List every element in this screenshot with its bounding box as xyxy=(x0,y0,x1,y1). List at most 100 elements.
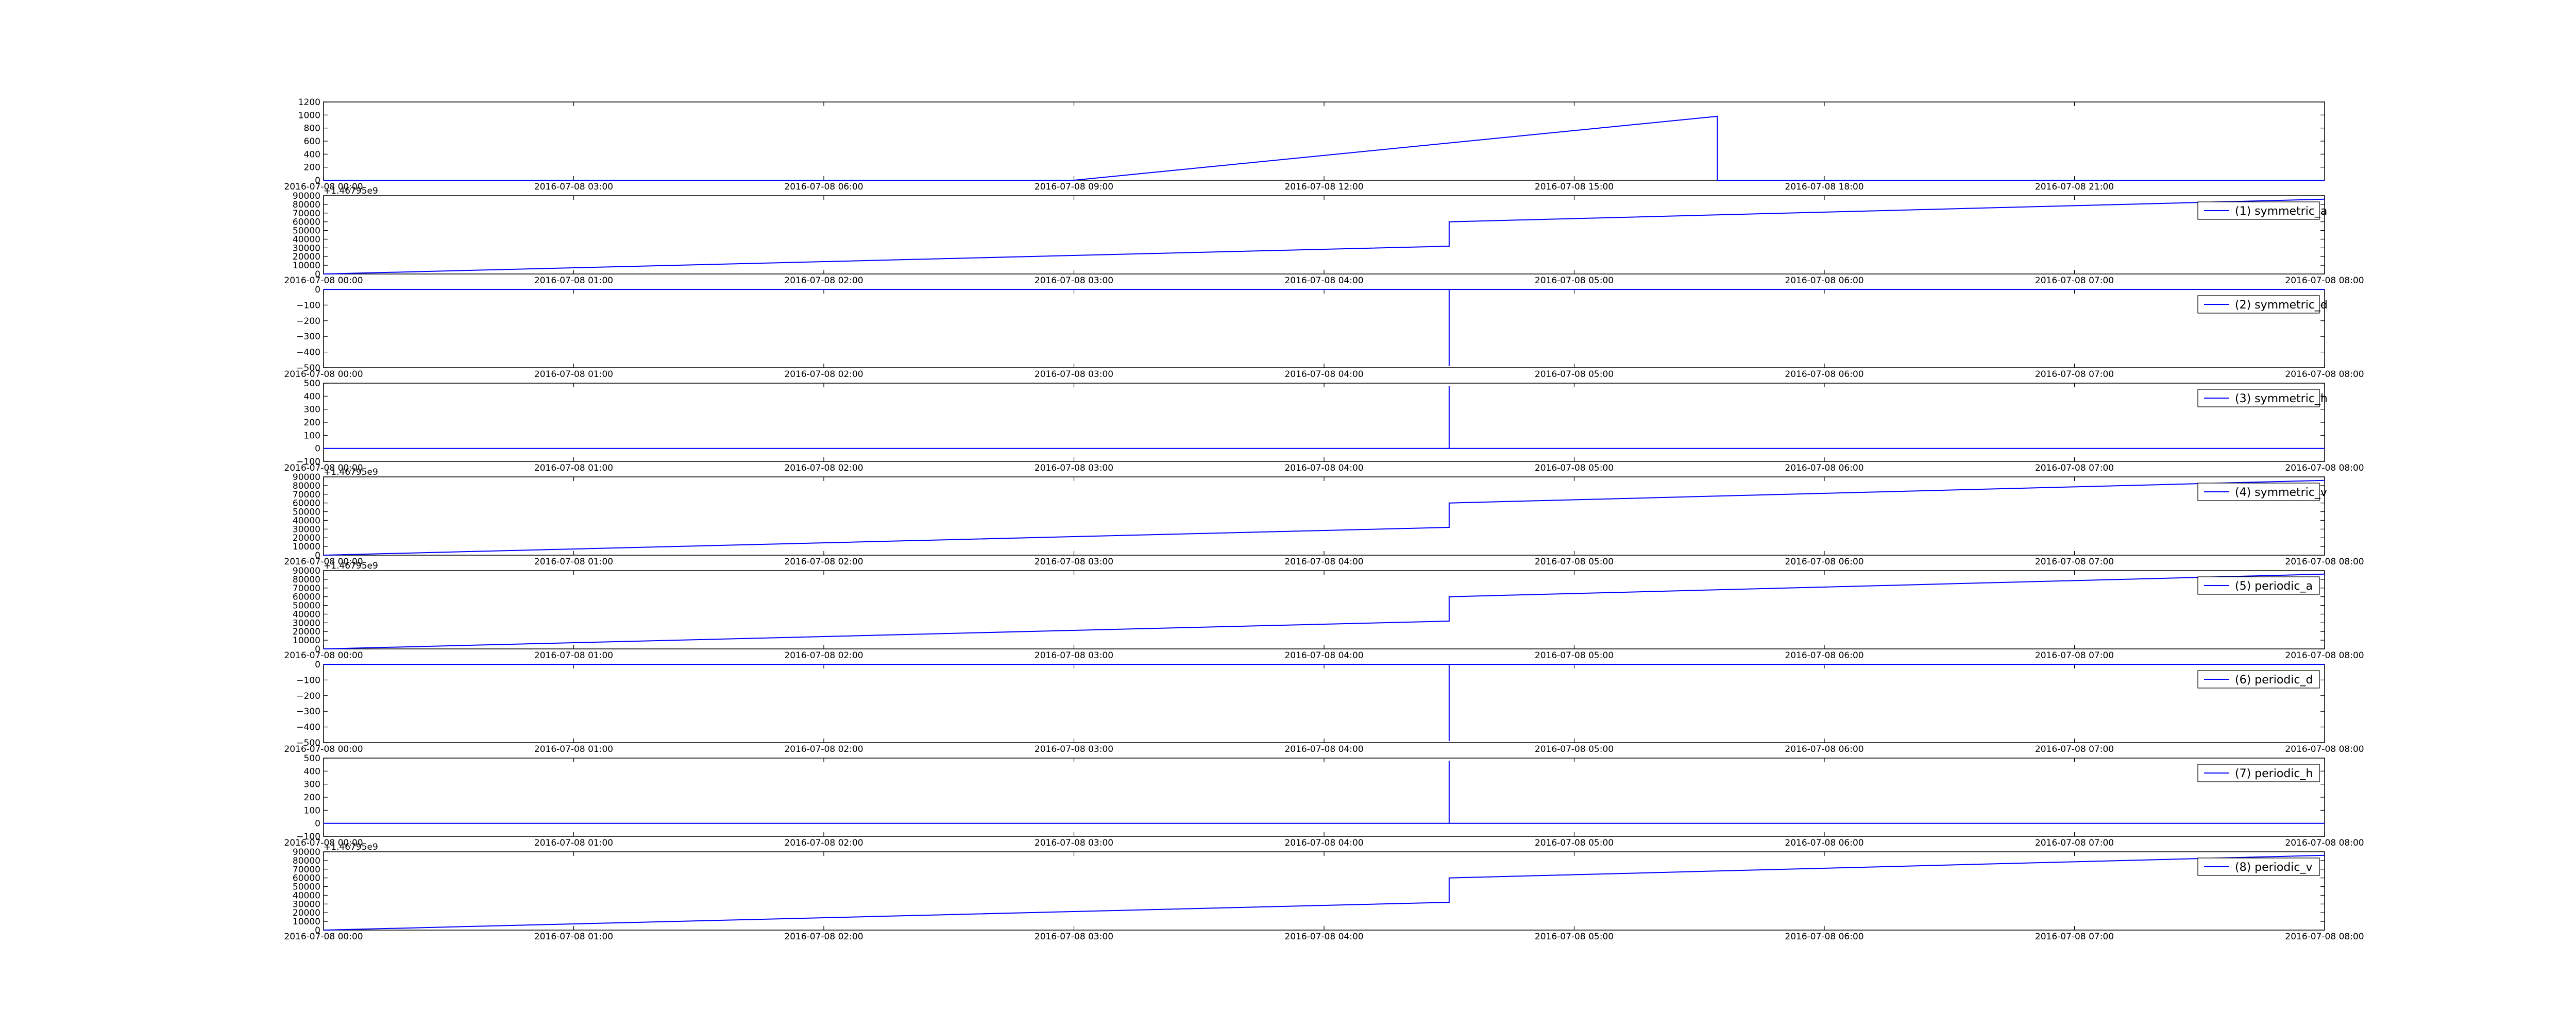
series-line xyxy=(323,479,2325,556)
x-tick-label: 2016-07-08 04:00 xyxy=(1284,557,1363,567)
subplot-2: 2016-07-08 00:00 2016-07-08 01:00 2016-07-… xyxy=(284,186,2364,286)
y-tick-label: −400 xyxy=(296,723,320,733)
y-tick-label: 500 xyxy=(304,753,320,764)
x-tick-label: 2016-07-08 00:00 xyxy=(284,182,363,192)
y-offset-label: +1.46795e9 xyxy=(324,186,378,196)
x-tick-label: 2016-07-08 00:00 xyxy=(284,838,363,848)
x-tick-label: 2016-07-08 06:00 xyxy=(1785,369,1863,380)
x-tick-label: 2016-07-08 08:00 xyxy=(2285,932,2364,942)
y-tick-label: 80000 xyxy=(293,856,320,866)
y-tick-label: 0 xyxy=(315,269,320,280)
y-tick-label: −100 xyxy=(296,832,320,842)
y-tick-label: 80000 xyxy=(293,481,320,491)
x-tick-label: 2016-07-08 02:00 xyxy=(784,838,863,848)
y-tick-label: 0 xyxy=(315,551,320,561)
x-tick-label: 2016-07-08 00:00 xyxy=(284,557,363,567)
y-offset-label: +1.46795e9 xyxy=(324,842,378,852)
x-tick-label: 2016-07-08 00:00 xyxy=(284,932,363,942)
x-tick-label: 2016-07-08 07:00 xyxy=(2035,838,2114,848)
x-tick-label: 2016-07-08 03:00 xyxy=(1035,369,1113,380)
y-tick-label: 90000 xyxy=(293,566,320,576)
x-tick-label: 2016-07-08 00:00 xyxy=(284,463,363,473)
x-tick-label: 2016-07-08 03:00 xyxy=(534,182,613,192)
x-tick-label: 2016-07-08 05:00 xyxy=(1535,557,1614,567)
legend-label: (7) periodic_h xyxy=(2235,767,2313,780)
y-tick-label: 40000 xyxy=(293,234,320,245)
x-tick-label: 2016-07-08 07:00 xyxy=(2035,369,2114,380)
y-tick-label: 20000 xyxy=(293,252,320,262)
series-line xyxy=(324,386,2325,449)
x-tick-label: 2016-07-08 01:00 xyxy=(534,744,613,754)
x-tick-label: 2016-07-08 04:00 xyxy=(1284,463,1363,473)
legend: (8) periodic_v xyxy=(2197,857,2320,876)
y-tick-label: 200 xyxy=(304,163,320,173)
y-tick-label: −200 xyxy=(296,691,320,701)
x-tick-label: 2016-07-08 01:00 xyxy=(534,650,613,661)
x-tick-label: 2016-07-08 06:00 xyxy=(1785,744,1863,754)
y-tick-label: 0 xyxy=(315,176,320,186)
legend-label: (2) symmetric_d xyxy=(2235,299,2328,312)
x-tick-label: 2016-07-08 03:00 xyxy=(1035,463,1113,473)
x-tick-label: 2016-07-08 18:00 xyxy=(1785,182,1863,192)
legend-box xyxy=(2197,295,2320,314)
x-tick-label: 2016-07-08 07:00 xyxy=(2035,932,2114,942)
legend-label: (6) periodic_d xyxy=(2235,674,2313,686)
y-tick-label: 90000 xyxy=(293,472,320,483)
y-tick-label: 90000 xyxy=(293,191,320,201)
y-tick-label: 60000 xyxy=(293,592,320,603)
x-tick-label: 2016-07-08 04:00 xyxy=(1284,838,1363,848)
x-tick-label: 2016-07-08 06:00 xyxy=(1785,932,1863,942)
legend-label: (4) symmetric_v xyxy=(2235,486,2327,499)
y-tick-label: 40000 xyxy=(293,890,320,901)
y-tick-label: −200 xyxy=(296,316,320,327)
y-tick-label: 50000 xyxy=(293,226,320,236)
x-tick-label: 2016-07-08 08:00 xyxy=(2285,276,2364,286)
x-tick-label: 2016-07-08 12:00 xyxy=(1284,182,1363,192)
x-tick-label: 2016-07-08 02:00 xyxy=(784,932,863,942)
y-tick-label: 60000 xyxy=(293,499,320,509)
x-tick-label: 2016-07-08 07:00 xyxy=(2035,463,2114,473)
x-tick-label: 2016-07-08 05:00 xyxy=(1535,463,1614,473)
y-tick-label: 0 xyxy=(315,444,320,454)
y-offset-label: +1.46795e9 xyxy=(324,561,378,571)
y-tick-label: 60000 xyxy=(293,873,320,884)
x-tick-label: 2016-07-08 00:00 xyxy=(284,650,363,661)
series-line xyxy=(324,289,2325,366)
subplot-1: 2016-07-08 00:00 2016-07-08 03:00 2016-07-… xyxy=(284,97,2325,192)
y-tick-label: 1000 xyxy=(298,110,320,121)
y-tick-label: 200 xyxy=(304,793,320,803)
y-tick-label: 20000 xyxy=(293,627,320,637)
x-tick-label: 2016-07-08 01:00 xyxy=(534,276,613,286)
y-tick-label: 400 xyxy=(304,766,320,777)
y-tick-label: −500 xyxy=(296,738,320,748)
y-tick-label: 20000 xyxy=(293,908,320,918)
y-tick-label: 600 xyxy=(304,136,320,147)
y-tick-label: 400 xyxy=(304,391,320,402)
y-tick-label: 0 xyxy=(315,285,320,295)
x-tick-label: 2016-07-08 02:00 xyxy=(784,650,863,661)
x-tick-label: 2016-07-08 03:00 xyxy=(1035,650,1113,661)
y-tick-label: 80000 xyxy=(293,575,320,585)
y-tick-label: 800 xyxy=(304,124,320,134)
x-tick-label: 2016-07-08 08:00 xyxy=(2285,744,2364,754)
y-tick-label: 50000 xyxy=(293,601,320,611)
y-offset-label: +1.46795e9 xyxy=(324,467,378,477)
x-tick-label: 2016-07-08 06:00 xyxy=(1785,557,1863,567)
x-tick-label: 2016-07-08 01:00 xyxy=(534,838,613,848)
x-tick-label: 2016-07-08 07:00 xyxy=(2035,276,2114,286)
legend: (5) periodic_a xyxy=(2197,576,2320,595)
y-tick-label: −100 xyxy=(296,675,320,685)
x-tick-label: 2016-07-08 06:00 xyxy=(1785,463,1863,473)
x-tick-label: 2016-07-08 00:00 xyxy=(284,369,363,380)
x-tick-label: 2016-07-08 03:00 xyxy=(1035,744,1113,754)
x-tick-label: 2016-07-08 03:00 xyxy=(1035,838,1113,848)
x-tick-label: 2016-07-08 00:00 xyxy=(284,276,363,286)
x-tick-label: 2016-07-08 06:00 xyxy=(1785,276,1863,286)
y-tick-label: 40000 xyxy=(293,609,320,620)
x-tick-label: 2016-07-08 07:00 xyxy=(2035,557,2114,567)
y-tick-label: 80000 xyxy=(293,200,320,210)
y-tick-label: 30000 xyxy=(293,524,320,535)
x-tick-label: 2016-07-08 06:00 xyxy=(1785,838,1863,848)
